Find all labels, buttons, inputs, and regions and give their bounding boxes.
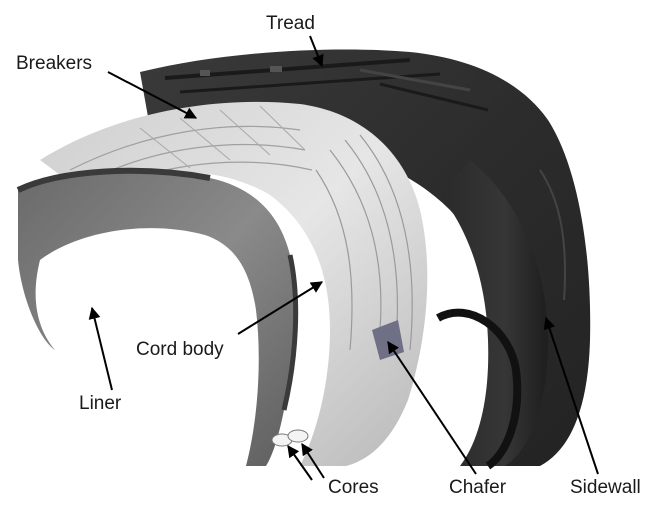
tread-label: Tread — [266, 14, 315, 33]
liner-surface — [18, 171, 296, 466]
sidewall-label: Sidewall — [570, 478, 641, 497]
liner-label: Liner — [79, 394, 121, 413]
liner-leader — [92, 308, 112, 390]
breakers-label: Breakers — [16, 54, 92, 73]
cores-label: Cores — [328, 478, 379, 497]
cord-body-label: Cord body — [136, 340, 224, 359]
chafer-label: Chafer — [449, 478, 506, 497]
